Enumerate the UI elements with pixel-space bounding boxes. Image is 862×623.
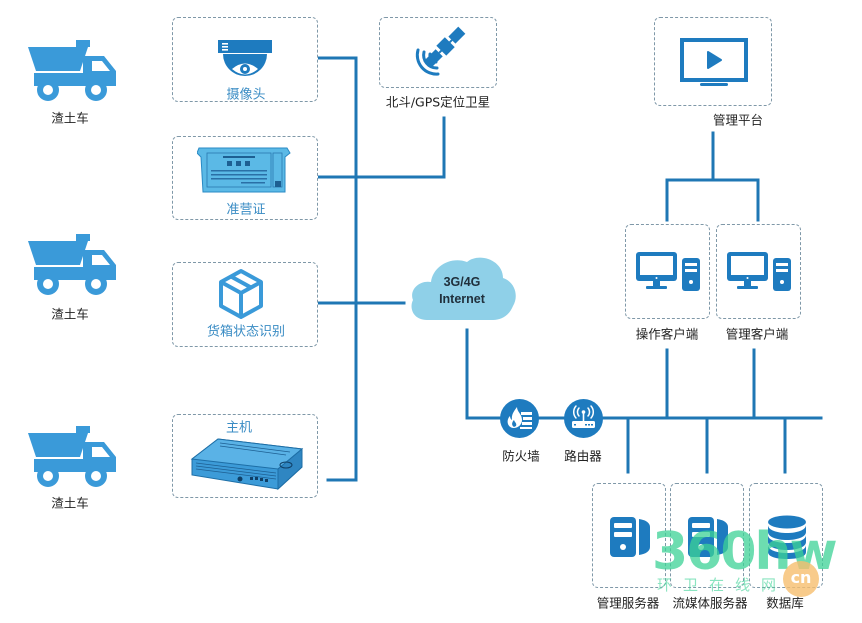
firewall-icon bbox=[500, 399, 539, 438]
camera-label: 摄像头 bbox=[226, 87, 266, 103]
permit-box: 准营证 bbox=[172, 136, 318, 220]
cloud-firewall-link bbox=[465, 328, 502, 420]
mgmt-server-label: 管理服务器 bbox=[596, 595, 660, 611]
operator-client-box bbox=[625, 224, 710, 319]
router-icon bbox=[564, 399, 603, 438]
gps-box bbox=[379, 17, 497, 88]
dump-truck-icon bbox=[28, 426, 116, 487]
firewall-label: 防火墙 bbox=[502, 448, 540, 464]
network-label-line2: Internet bbox=[439, 292, 485, 306]
cargo-status-label: 货箱状态识别 bbox=[206, 324, 286, 340]
media-server-label: 流媒体服务器 bbox=[672, 595, 748, 611]
admin-client-box bbox=[716, 224, 801, 319]
gps-label: 北斗/GPS定位卫星 bbox=[385, 94, 491, 110]
media-server-box bbox=[670, 483, 744, 588]
router-label: 路由器 bbox=[564, 448, 602, 464]
server-icon bbox=[688, 517, 728, 557]
cargo-status-box: 货箱状态识别 bbox=[172, 262, 318, 347]
host-box: 主机 bbox=[172, 414, 318, 498]
database-box bbox=[749, 483, 823, 588]
server-icon bbox=[610, 517, 650, 557]
mgmt-server-box bbox=[592, 483, 666, 588]
host-label: 主机 bbox=[225, 420, 253, 436]
cloud-icon bbox=[411, 257, 516, 320]
desktop-computer-icon bbox=[636, 252, 700, 291]
database-icon bbox=[768, 515, 806, 559]
platform-label: 管理平台 bbox=[712, 112, 764, 128]
camera-icon bbox=[218, 40, 272, 76]
platform-box bbox=[654, 17, 772, 106]
network-label: 3G/4G Internet bbox=[439, 274, 485, 308]
admin-client-label: 管理客户端 bbox=[725, 326, 789, 342]
database-label: 数据库 bbox=[766, 595, 804, 611]
monitor-play-icon bbox=[680, 38, 748, 86]
camera-box: 摄像头 bbox=[172, 17, 318, 103]
cargo-box-icon bbox=[219, 269, 263, 319]
dump-truck-icon bbox=[28, 234, 116, 295]
dump-truck-icon bbox=[28, 40, 116, 101]
permit-card-icon bbox=[197, 147, 291, 193]
operator-client-label: 操作客户端 bbox=[635, 326, 699, 342]
vehicle-label: 渣土车 bbox=[51, 306, 89, 322]
platform-client-branch bbox=[665, 178, 760, 222]
vehicle-label: 渣土车 bbox=[51, 495, 89, 511]
desktop-computer-icon bbox=[727, 252, 791, 291]
network-label-line1: 3G/4G bbox=[443, 275, 481, 289]
satellite-icon bbox=[415, 26, 466, 76]
permit-label: 准营证 bbox=[226, 202, 266, 218]
host-device-icon bbox=[190, 438, 304, 491]
vehicle-label: 渣土车 bbox=[51, 110, 89, 126]
